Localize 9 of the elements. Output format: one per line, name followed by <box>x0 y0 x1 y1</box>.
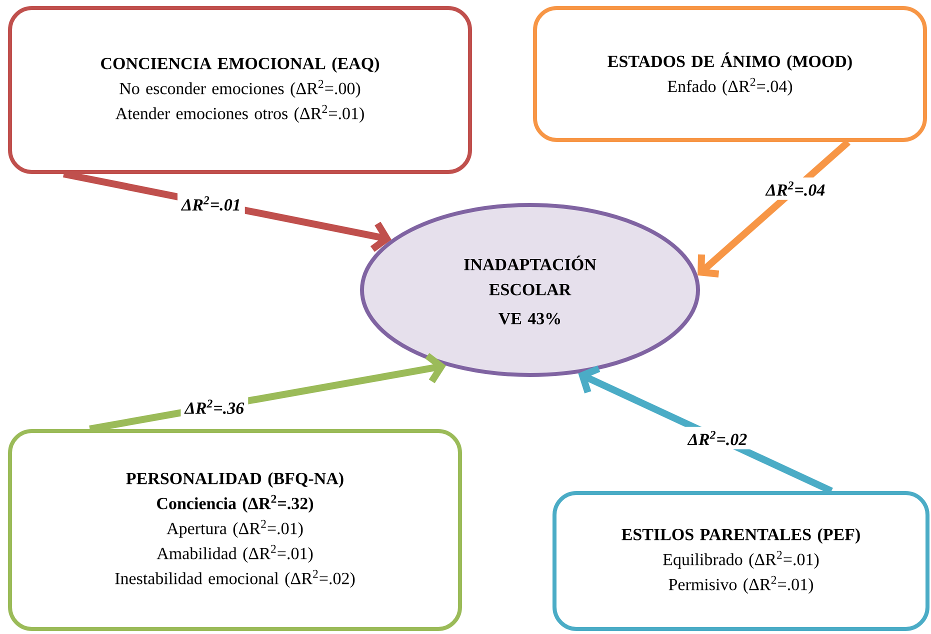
edge-label: ΔR$^{2}$=.04 <box>762 177 830 200</box>
text-box: ESTILOS PARENTALES (PEF) Equilibrado (ΔR$^{2}$=.01) Permisivo (ΔR$^{2}$=.01) <box>552 491 930 631</box>
text-box: ESTADOS DE ÁNIMO (MOOD) Enfado (ΔR$^{2}$=.04) <box>533 6 927 142</box>
edge-label: ΔR$^{2}$=.36 <box>180 396 248 418</box>
text-box: PERSONALIDAD (BFQ-NA) Conciencia (ΔR$^{2}$=.32) Apertura (ΔR$^{2}$=.01) Amabilidad (ΔR$^{2}$=.01) Inestabilidad emocional (ΔR$^{2}$=.02) <box>8 429 462 631</box>
arrow <box>698 139 851 278</box>
edge-label: ΔR$^{2}$=.02 <box>684 426 752 450</box>
text-box: CONCIENCIA EMOCIONAL (EAQ) No esconder emociones (ΔR$^{2}$=.00) Atender emociones otros (ΔR$^{2}$=.01) <box>8 6 472 174</box>
edge-label: ΔR$^{2}$=.01 <box>178 192 245 215</box>
